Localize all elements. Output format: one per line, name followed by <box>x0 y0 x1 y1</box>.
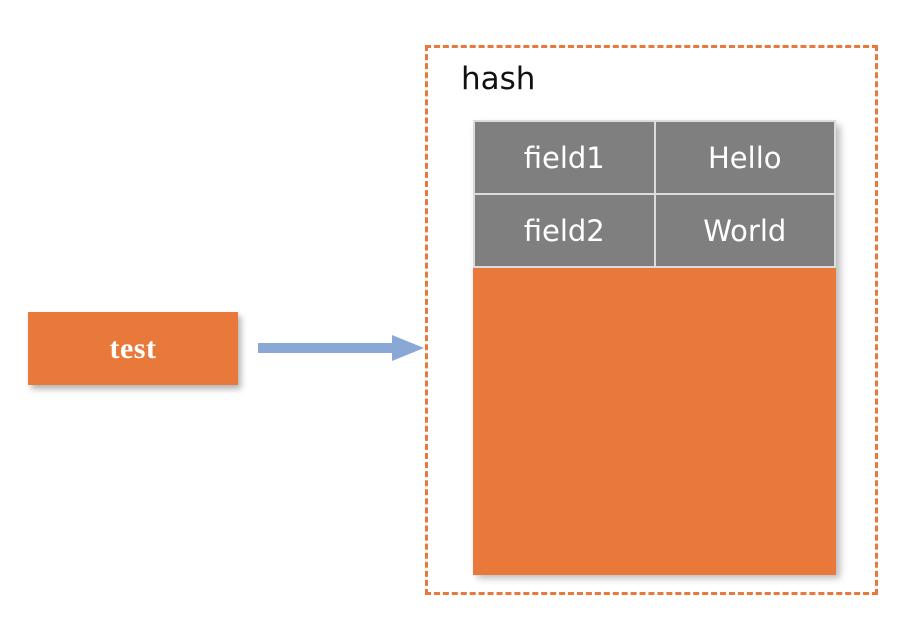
table-cell-field: field1 <box>473 120 656 195</box>
table-row: field2 World <box>473 193 836 268</box>
key-box-label: test <box>109 331 157 365</box>
hash-value-block: field1 Hello field2 World <box>473 120 836 575</box>
hash-title: hash <box>461 61 536 97</box>
hash-empty-space <box>473 268 836 575</box>
table-cell-field: field2 <box>473 193 656 268</box>
points-to-arrow <box>258 332 424 364</box>
arrow-icon <box>258 335 424 361</box>
table-row: field1 Hello <box>473 120 836 195</box>
key-box-test[interactable]: test <box>28 312 238 385</box>
hash-field-table: field1 Hello field2 World <box>473 120 836 268</box>
hash-container: hash field1 Hello field2 World <box>425 45 878 595</box>
table-cell-value: World <box>653 193 836 268</box>
table-cell-value: Hello <box>653 120 836 195</box>
